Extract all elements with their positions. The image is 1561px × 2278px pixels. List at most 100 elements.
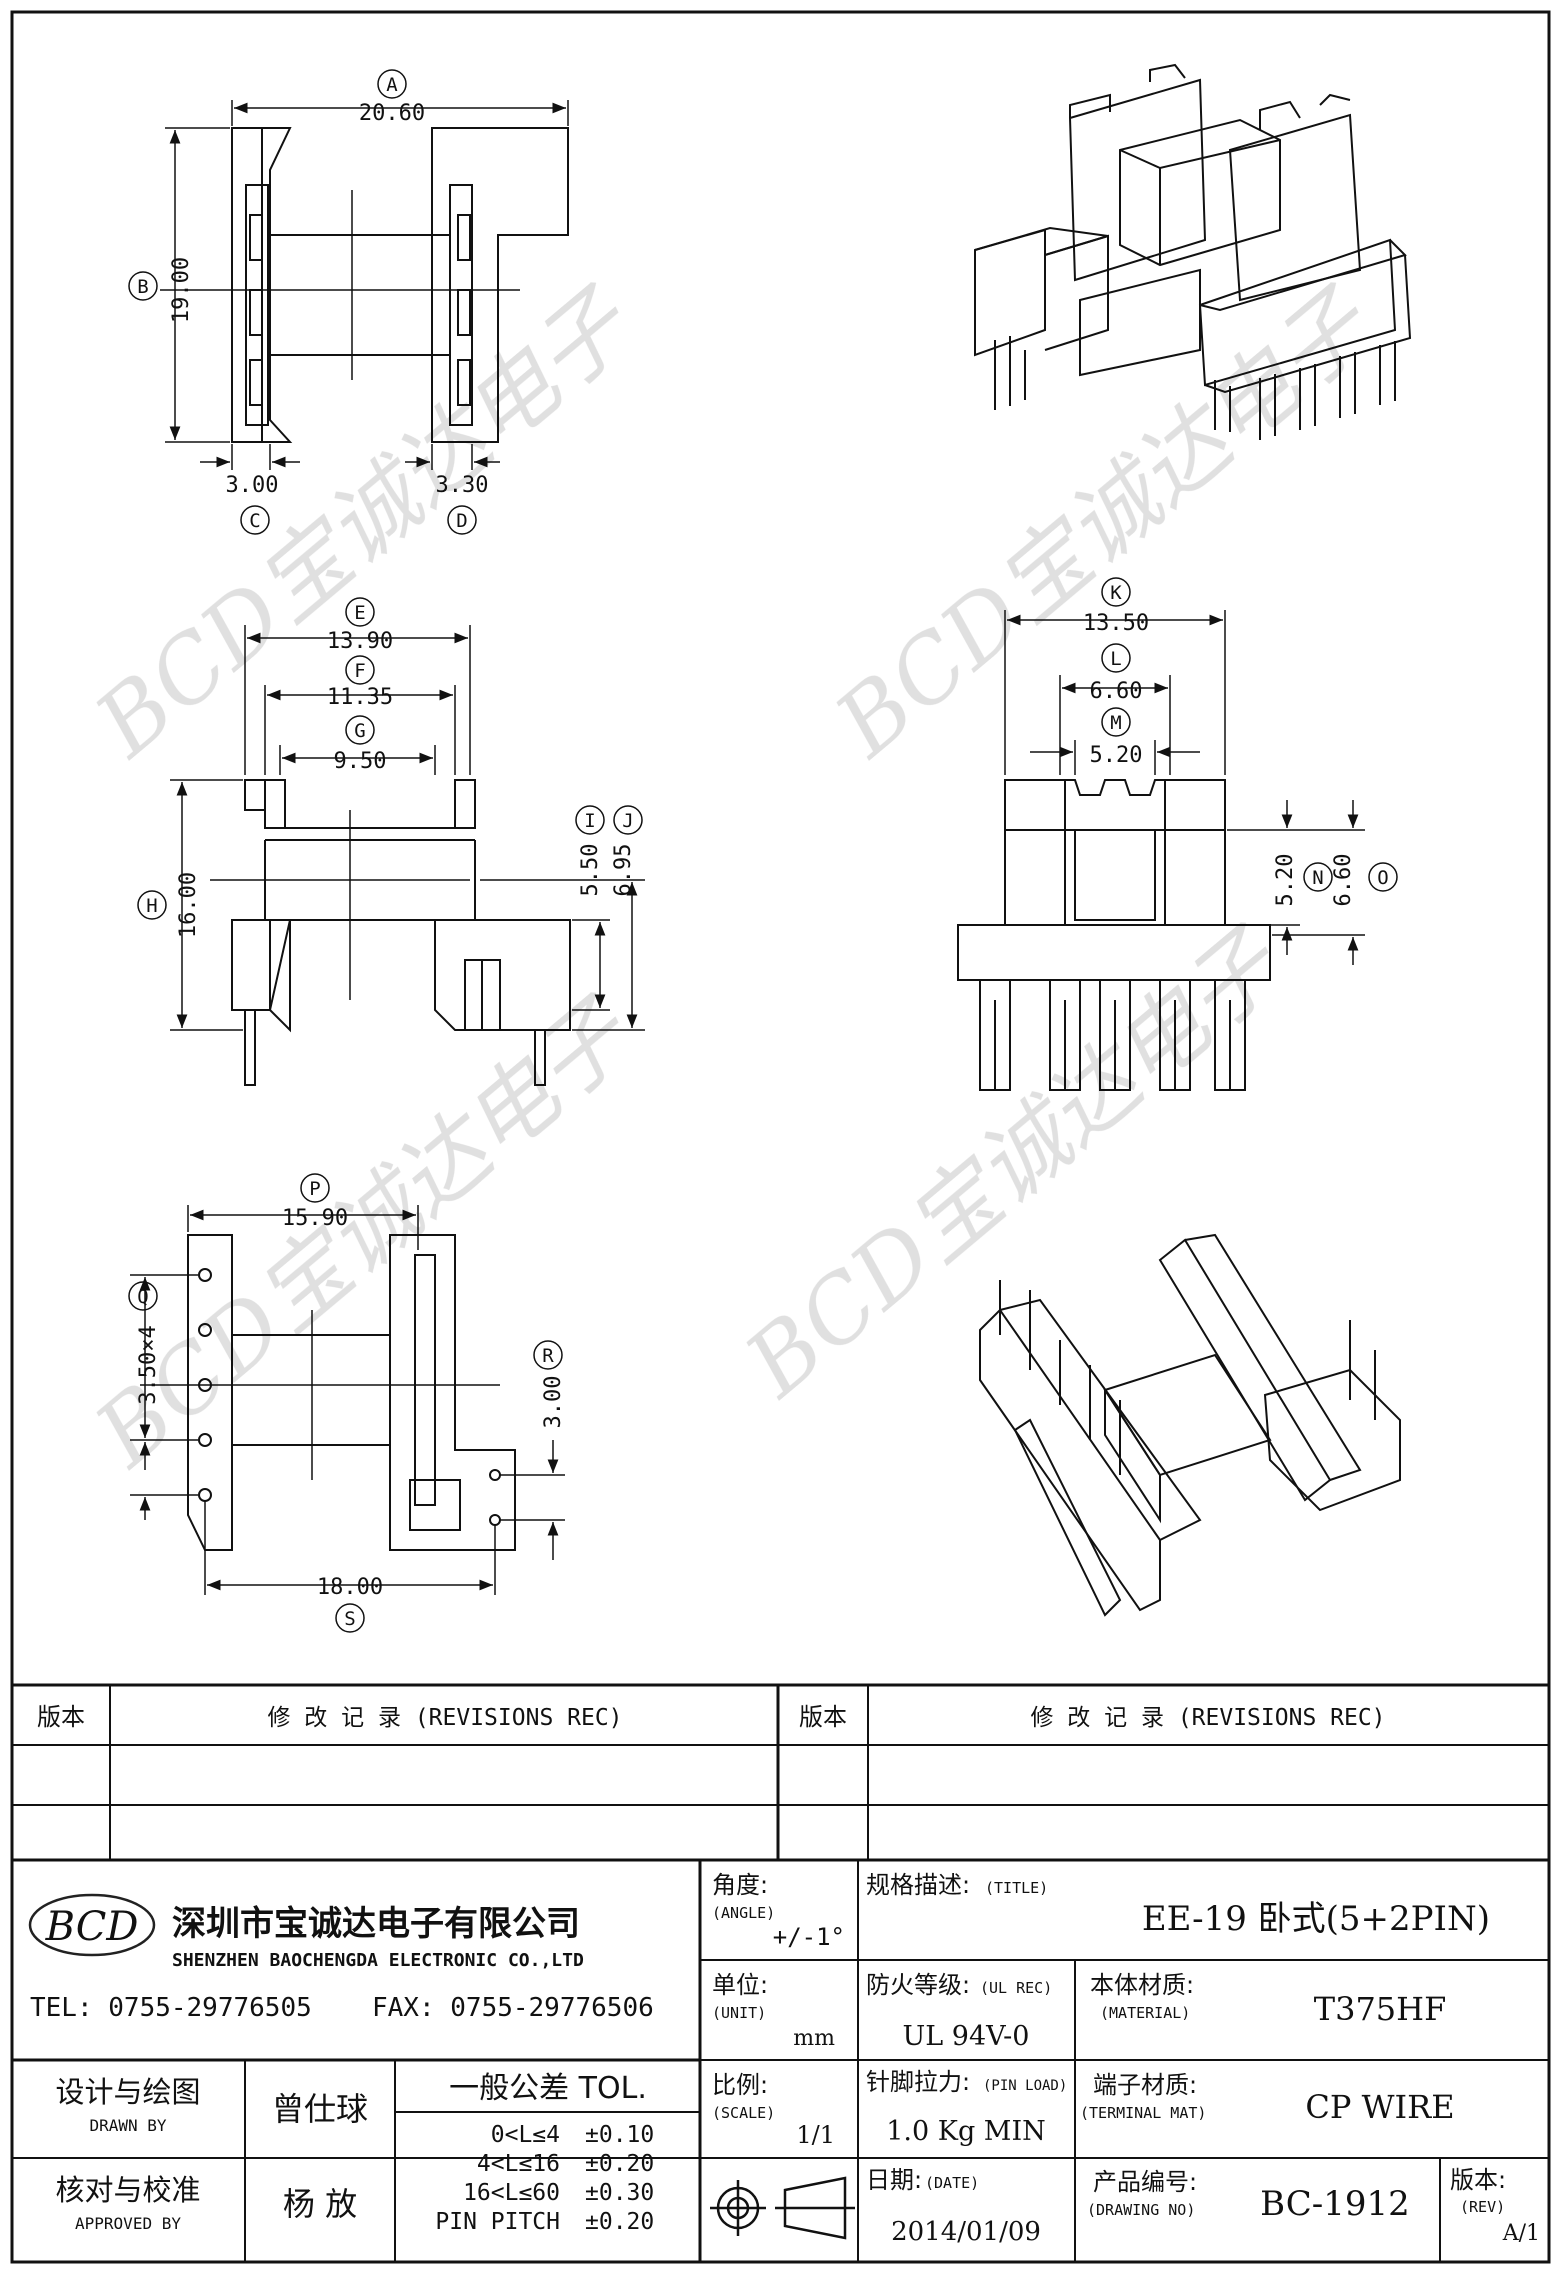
scale-label: 比例: bbox=[712, 2071, 768, 2099]
side-view bbox=[957, 610, 1365, 1091]
revision-records-header: 修 改 记 录 (REVISIONS REC) bbox=[267, 1705, 622, 1731]
rev-cell: 版本: (REV) A/1 bbox=[1450, 2166, 1540, 2246]
unit-label-en: (UNIT) bbox=[712, 2004, 766, 2022]
ul-label-en: (UL REC) bbox=[980, 1979, 1052, 1997]
company-fax: FAX: 0755-29776506 bbox=[372, 1993, 654, 2023]
signature-cells: 设计与绘图 DRAWN BY 曾仕球 核对与校准 APPROVED BY 杨 放 bbox=[55, 2075, 368, 2233]
title-label-en: (TITLE) bbox=[985, 1879, 1048, 1897]
approved-label: 核对与校准 bbox=[55, 2173, 200, 2207]
dim-label-m: M bbox=[1110, 712, 1121, 734]
bottom-view-labels: P 15.90 Q 3.50×4 R 3.00 18.00 S bbox=[128, 1173, 566, 1633]
company-tel: TEL: 0755-29776505 bbox=[30, 1993, 312, 2023]
date-value: 2014/01/09 bbox=[891, 2217, 1041, 2247]
material-label: 本体材质: bbox=[1090, 1971, 1194, 1999]
revision-version-header: 版本 bbox=[37, 1703, 85, 1731]
dim-value-f: 11.35 bbox=[327, 685, 393, 710]
approved-by-name: 杨 放 bbox=[283, 2185, 357, 2223]
product-title: EE-19 卧式(5+2PIN) bbox=[1142, 1899, 1490, 1939]
tolerance-cell: 一般公差 TOL. 0<L≤4 ±0.10 4<L≤16 ±0.20 16<L≤… bbox=[435, 2071, 654, 2235]
title-cell: 规格描述: (TITLE) EE-19 卧式(5+2PIN) bbox=[866, 1871, 1490, 1939]
dim-value-c: 3.00 bbox=[226, 473, 279, 498]
terminal-cell: 端子材质: (TERMINAL MAT) CP WIRE bbox=[1080, 2071, 1455, 2126]
ul-cell: 防火等级: (UL REC) UL 94V-0 bbox=[866, 1971, 1052, 2052]
rev-label: 版本: bbox=[1450, 2166, 1506, 2194]
logo-text: BCD bbox=[45, 1904, 139, 1950]
dim-label-j: J bbox=[622, 810, 633, 832]
dim-label-i: I bbox=[584, 810, 595, 832]
dim-value-i: 5.50 bbox=[578, 844, 603, 897]
scale-label-en: (SCALE) bbox=[712, 2104, 775, 2122]
dim-label-c: C bbox=[249, 510, 260, 532]
dim-value-m: 5.20 bbox=[1090, 743, 1143, 768]
isometric-view-top bbox=[974, 63, 1412, 440]
pinload-label: 针脚拉力: bbox=[866, 2068, 970, 2096]
angle-label: 角度: bbox=[712, 1871, 768, 1899]
dim-value-g: 9.50 bbox=[334, 749, 387, 774]
tolerance-range: 16<L≤60 bbox=[463, 2180, 560, 2206]
dim-label-o: O bbox=[1377, 867, 1388, 889]
material-label-en: (MATERIAL) bbox=[1100, 2004, 1190, 2022]
front-view bbox=[170, 625, 645, 1086]
unit-label: 单位: bbox=[712, 1971, 768, 1999]
company-name-en: SHENZHEN BAOCHENGDA ELECTRONIC CO.,LTD bbox=[172, 1950, 584, 1971]
tolerance-range: PIN PITCH bbox=[435, 2209, 560, 2235]
approved-label-en: APPROVED BY bbox=[75, 2214, 181, 2233]
ul-label: 防火等级: bbox=[866, 1971, 970, 1999]
watermark-text: BCD宝诚达电子 bbox=[725, 909, 1303, 1418]
tolerance-value: ±0.20 bbox=[585, 2209, 654, 2235]
dim-label-e: E bbox=[354, 602, 365, 624]
dim-label-p: P bbox=[309, 1178, 320, 1200]
dim-value-k: 13.50 bbox=[1083, 611, 1149, 636]
front-view-labels: E 13.90 F 11.35 G 9.50 H 16.00 I J 5.50 … bbox=[137, 597, 643, 938]
pinload-value: 1.0 Kg MIN bbox=[886, 2116, 1046, 2147]
dim-label-s: S bbox=[344, 1608, 355, 1630]
dim-value-q: 3.50×4 bbox=[136, 1325, 161, 1404]
dim-value-l: 6.60 bbox=[1090, 679, 1143, 704]
drawno-label-en: (DRAWING NO) bbox=[1087, 2201, 1195, 2219]
date-label-en: (DATE) bbox=[925, 2174, 979, 2192]
dim-value-r: 3.00 bbox=[541, 1376, 566, 1429]
unit-value: mm bbox=[793, 2026, 835, 2051]
drawn-label-en: DRAWN BY bbox=[89, 2116, 166, 2135]
dim-value-d: 3.30 bbox=[436, 473, 489, 498]
dim-label-a: A bbox=[386, 74, 398, 96]
dim-label-b: B bbox=[137, 276, 148, 298]
material-value: T375HF bbox=[1314, 1990, 1447, 2028]
dim-label-r: R bbox=[542, 1345, 554, 1367]
angle-value: +/-1° bbox=[773, 1923, 845, 1951]
tolerance-value: ±0.10 bbox=[585, 2122, 654, 2148]
terminal-value: CP WIRE bbox=[1305, 2088, 1454, 2126]
company-name-cn: 深圳市宝诚达电子有限公司 bbox=[172, 1904, 580, 1944]
projection-symbol-icon bbox=[710, 2176, 855, 2240]
revision-version-header: 版本 bbox=[799, 1703, 847, 1731]
ul-value: UL 94V-0 bbox=[903, 2021, 1030, 2052]
drawn-label: 设计与绘图 bbox=[55, 2075, 200, 2109]
dim-value-b: 19.00 bbox=[169, 257, 194, 323]
watermark-text: BCD宝诚达电子 bbox=[75, 979, 653, 1488]
tolerance-value: ±0.30 bbox=[585, 2180, 654, 2206]
isometric-view-bottom bbox=[979, 1233, 1401, 1617]
bottom-view bbox=[130, 1205, 565, 1595]
angle-label-en: (ANGLE) bbox=[712, 1904, 775, 1922]
rev-label-en: (REV) bbox=[1460, 2198, 1505, 2216]
tolerance-range: 4<L≤16 bbox=[477, 2151, 560, 2177]
dim-label-d: D bbox=[456, 510, 467, 532]
dim-value-o: 6.60 bbox=[1331, 854, 1356, 907]
dim-value-a: 20.60 bbox=[359, 101, 425, 126]
pinload-label-en: (PIN LOAD) bbox=[983, 2078, 1067, 2094]
revision-table bbox=[12, 1683, 1549, 1862]
dim-label-n: N bbox=[1312, 867, 1323, 889]
revision-headers: 版本 修 改 记 录 (REVISIONS REC) 版本 修 改 记 录 (R… bbox=[37, 1703, 1386, 1731]
tolerance-title: 一般公差 TOL. bbox=[449, 2071, 647, 2106]
company-logo bbox=[28, 1893, 156, 1957]
terminal-label-en: (TERMINAL MAT) bbox=[1080, 2104, 1206, 2122]
top-view-labels: A 20.60 B 19.00 3.00 C 3.30 D bbox=[128, 69, 489, 535]
angle-cell: 角度: (ANGLE) +/-1° bbox=[712, 1871, 845, 1951]
dim-value-p: 15.90 bbox=[282, 1206, 348, 1231]
revision-records-header: 修 改 记 录 (REVISIONS REC) bbox=[1030, 1705, 1385, 1731]
dim-value-j: 6.95 bbox=[611, 844, 636, 897]
dim-value-s: 18.00 bbox=[317, 1575, 383, 1600]
scale-cell: 比例: (SCALE) 1/1 bbox=[712, 2071, 835, 2149]
